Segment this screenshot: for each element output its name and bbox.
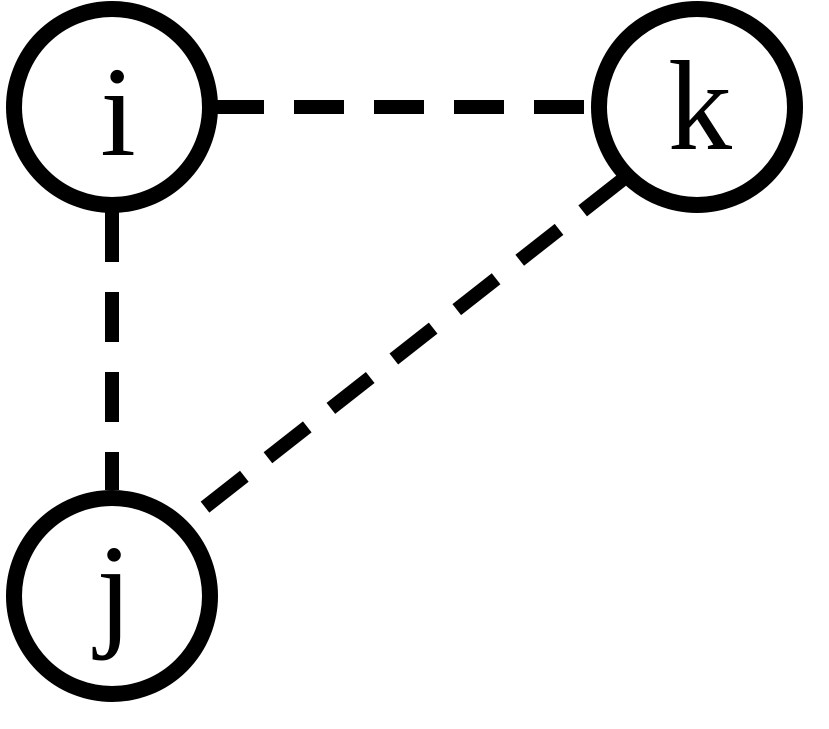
- node-k: k: [591, 1, 803, 213]
- node-i: i: [6, 1, 218, 213]
- node-i-circle: [6, 1, 218, 213]
- edge-k-j: [181, 174, 627, 528]
- node-i-label: i: [100, 41, 136, 183]
- node-j-label: j: [92, 519, 132, 661]
- node-j-circle: [6, 490, 218, 702]
- node-k-circle: [591, 1, 803, 213]
- node-k-label: k: [668, 35, 732, 177]
- node-j: j: [6, 490, 218, 702]
